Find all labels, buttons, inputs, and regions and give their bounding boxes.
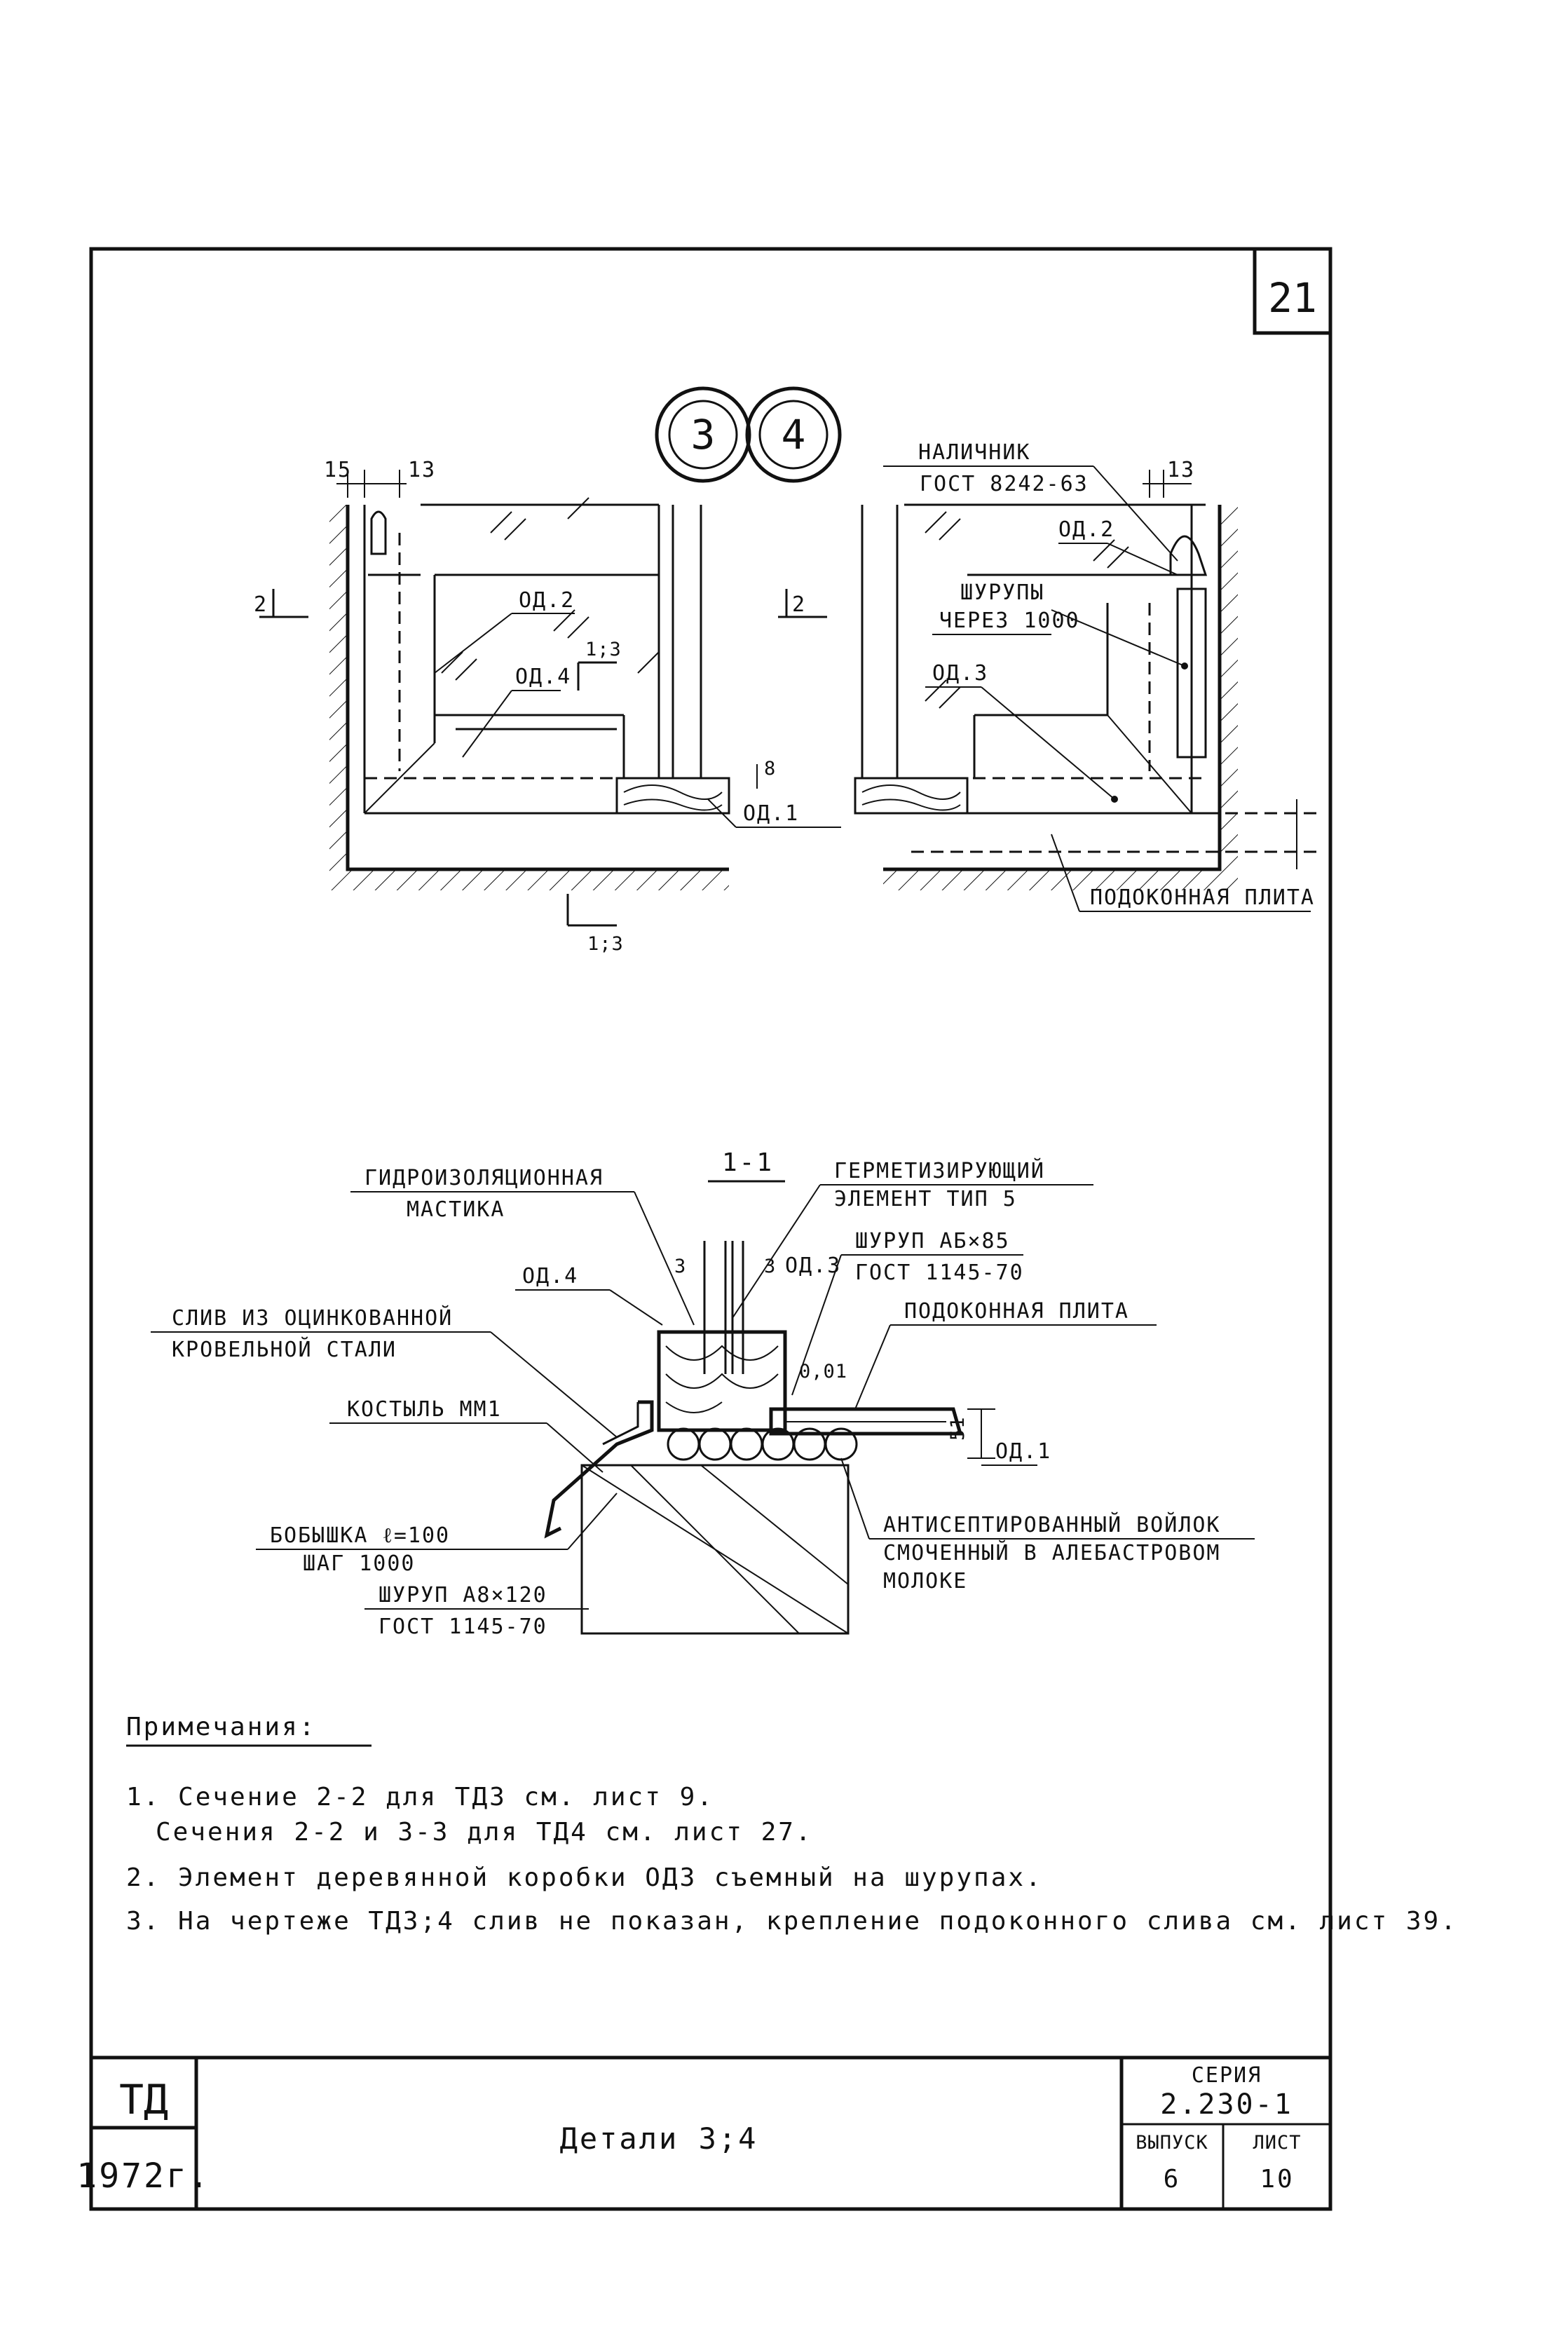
label-bobyshka-1: БОБЫШКА ℓ=100: [270, 1523, 450, 1548]
dim-51: 51: [947, 1416, 969, 1441]
plan-left: 15 13 2 2 ОД.2 ОД.4 1;3 ОД.1 8 1;3: [254, 458, 841, 955]
seria-label: СЕРИЯ: [1192, 2063, 1262, 2088]
label-voilok-2: СМОЧЕННЫЙ В АЛЕБАСТРОВОМ: [883, 1540, 1220, 1565]
label-voilok-1: АНТИСЕПТИРОВАННЫЙ ВОЙЛОК: [883, 1512, 1220, 1537]
label-shurupy: ШУРУПЫ: [960, 580, 1044, 605]
svg-text:3: 3: [691, 411, 716, 458]
label-kostyl: КОСТЫЛЬ ММ1: [347, 1397, 502, 1422]
title-code: ТД: [119, 2076, 168, 2123]
list-value: 10: [1260, 2165, 1294, 2194]
label-germet-1: ГЕРМЕТИЗИРУЮЩИЙ: [834, 1158, 1045, 1183]
plan-right: 13 НАЛИЧНИК ГОСТ 8242-63 ОД.2 ШУРУПЫ ЧЕР…: [854, 440, 1318, 912]
label-voilok-3: МОЛОКЕ: [883, 1569, 967, 1593]
note-3: 3. На чертеже ТД3;4 слив не показан, кре…: [126, 1907, 1458, 1936]
label-nalichnik: НАЛИЧНИК: [918, 440, 1031, 465]
section-od4: ОД.4: [522, 1264, 578, 1289]
label-sliv-1: СЛИВ ИЗ ОЦИНКОВАННОЙ: [172, 1305, 453, 1331]
label-podokonnaya-section: ПОДОКОННАЯ ПЛИТА: [904, 1299, 1129, 1324]
label-shurup-a8-1: ШУРУП А8×120: [379, 1583, 547, 1608]
label-shurup-ab-2: ГОСТ 1145-70: [855, 1260, 1024, 1285]
label-od3-right: ОД.3: [932, 661, 988, 686]
label-germet-2: ЭЛЕМЕНТ ТИП 5: [834, 1187, 1017, 1211]
section-title: 1-1: [722, 1148, 774, 1177]
seria-value: 2.230-1: [1160, 2088, 1293, 2121]
label-gost-8242: ГОСТ 8242-63: [920, 472, 1089, 496]
dim-3-left: 3: [674, 1256, 686, 1277]
label-cherez: ЧЕРЕЗ 1000: [939, 609, 1080, 633]
page-number: 21: [1268, 274, 1317, 322]
label-gidro-1: ГИДРОИЗОЛЯЦИОННАЯ: [364, 1166, 604, 1190]
svg-text:4: 4: [782, 411, 806, 458]
label-bobyshka-2: ШАГ 1000: [303, 1551, 416, 1576]
section-od1: ОД.1: [995, 1439, 1051, 1464]
label-gidro-2: МАСТИКА: [407, 1197, 505, 1222]
label-sliv-2: КРОВЕЛЬНОЙ СТАЛИ: [172, 1337, 397, 1362]
label-od2: ОД.2: [519, 588, 575, 613]
section-1-1: 1-1 51: [151, 1148, 1255, 1639]
list-label: ЛИСТ: [1253, 2132, 1301, 2154]
dim-13: 13: [408, 458, 436, 482]
dim-13-right: 13: [1167, 458, 1195, 482]
section-1-3-upper: 1;3: [585, 639, 622, 660]
label-shurup-ab-1: ШУРУП АБ×85: [855, 1229, 1010, 1253]
detail-marker-4: 4: [745, 386, 842, 483]
label-od4: ОД.4: [515, 665, 571, 689]
label-od01: 0,01: [799, 1361, 847, 1382]
title-block: ТД 1972г. Детали 3;4 СЕРИЯ 2.230-1 ВЫПУС…: [76, 2055, 1330, 2209]
note-1b: Сечения 2-2 и 3-3 для ТД4 см. лист 27.: [156, 1818, 813, 1847]
label-shurup-a8-2: ГОСТ 1145-70: [379, 1615, 547, 1639]
note-2: 2. Элемент деревянной коробки ОД3 съемны…: [126, 1863, 1043, 1892]
section-2-right: 2: [792, 592, 806, 617]
label-od1: ОД.1: [743, 801, 799, 826]
dim-8: 8: [764, 758, 776, 780]
section-od3: ОД.3: [785, 1253, 841, 1278]
note-1a: 1. Сечение 2-2 для ТД3 см. лист 9.: [126, 1783, 714, 1812]
section-1-3-lower: 1;3: [587, 933, 624, 955]
vypusk-label: ВЫПУСК: [1136, 2132, 1208, 2154]
detail-marker-3: 3: [655, 386, 751, 483]
outer-frame: [89, 247, 1332, 2211]
title-year: 1972г.: [76, 2156, 210, 2196]
label-podokonnaya-right: ПОДОКОННАЯ ПЛИТА: [1090, 885, 1315, 910]
section-2-left: 2: [254, 592, 268, 617]
vypusk-value: 6: [1164, 2165, 1181, 2194]
drawing-title: Детали 3;4: [560, 2121, 758, 2156]
dim-15: 15: [324, 458, 352, 482]
label-od2-right: ОД.2: [1058, 517, 1114, 542]
dim-3-right: 3: [764, 1256, 776, 1277]
notes-heading: Примечания:: [126, 1713, 316, 1741]
notes: Примечания: 1. Сечение 2-2 для ТД3 см. л…: [126, 1713, 1458, 1936]
page-number-box: 21: [1253, 247, 1332, 335]
